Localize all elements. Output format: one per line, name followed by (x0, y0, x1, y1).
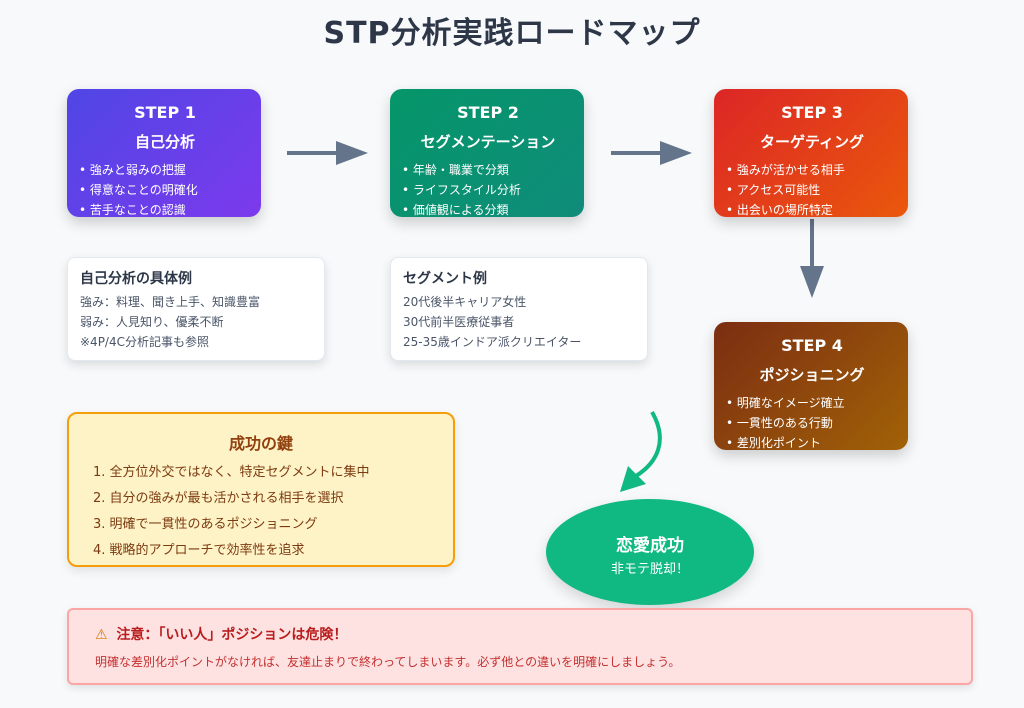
warning-title: 注意：「いい人」ポジションは危険！ (116, 627, 348, 643)
step-items: 強みと弱みの把握 得意なことの明確化 苦手なことの認識 (79, 160, 251, 220)
step-3-targeting: STEP 3 ターゲティング 強みが活かせる相手 アクセス可能性 出会いの場所特… (714, 89, 908, 217)
warning-icon: ⚠ (95, 627, 108, 643)
step-item: 得意なことの明確化 (79, 180, 251, 200)
self-analysis-example-card: 自己分析の具体例 強み：料理、聞き上手、知識豊富 弱み：人見知り、優柔不断 ※4… (67, 257, 325, 361)
card-title: 自己分析の具体例 (80, 271, 192, 287)
segment-example-card: セグメント例 20代後半キャリア女性 30代前半医療従事者 25-35歳インドア… (390, 257, 648, 361)
step-number: STEP 4 (781, 336, 843, 355)
step-item: 強みと弱みの把握 (79, 160, 251, 180)
step-item: ライフスタイル分析 (402, 180, 574, 200)
arrow-step2-to-step3 (611, 141, 692, 165)
success-ellipse: 恋愛成功 非モテ脱却！ (546, 499, 754, 605)
step-item: 価値観による分類 (402, 200, 574, 220)
step-items: 明確なイメージ確立 一貫性のある行動 差別化ポイント (726, 393, 898, 453)
step-item: 明確なイメージ確立 (726, 393, 898, 413)
step-number: STEP 1 (134, 103, 196, 122)
step-items: 強みが活かせる相手 アクセス可能性 出会いの場所特定 (726, 160, 898, 220)
arrow-step1-to-step2 (287, 141, 368, 165)
card-line: 強み：料理、聞き上手、知識豊富 (80, 295, 261, 309)
card-line: 30代前半医療従事者 (403, 315, 515, 329)
keys-list: 1. 全方位外交ではなく、特定セグメントに集中 2. 自分の強みが最も活かされる… (69, 460, 453, 564)
success-subtitle: 非モテ脱却！ (610, 562, 689, 577)
step-item: 強みが活かせる相手 (726, 160, 898, 180)
card-line: 25-35歳インドア派クリエイター (403, 335, 582, 349)
card-line: 20代後半キャリア女性 (403, 295, 527, 309)
step-name: 自己分析 (134, 133, 195, 151)
step-items: 年齢・職業で分類 ライフスタイル分析 価値観による分類 (402, 160, 574, 220)
step-item: 年齢・職業で分類 (402, 160, 574, 180)
success-title: 恋愛成功 (616, 536, 684, 556)
keys-item: 2. 自分の強みが最も活かされる相手を選択 (93, 491, 344, 506)
step-item: 苦手なことの認識 (79, 200, 251, 220)
step-2-segmentation: STEP 2 セグメンテーション 年齢・職業で分類 ライフスタイル分析 価値観に… (390, 89, 584, 217)
step-4-positioning: STEP 4 ポジショニング 明確なイメージ確立 一貫性のある行動 差別化ポイン… (714, 322, 908, 450)
step-item: 一貫性のある行動 (726, 413, 898, 433)
warning-box: ⚠ 注意：「いい人」ポジションは危険！ 明確な差別化ポイントがなければ、友達止ま… (67, 608, 973, 685)
step-1-self-analysis: STEP 1 自己分析 強みと弱みの把握 得意なことの明確化 苦手なことの認識 (67, 89, 261, 217)
warning-text: 明確な差別化ポイントがなければ、友達止まりで終わってしまいます。必ず他との違いを… (95, 655, 681, 669)
arrow-step3-to-step4 (800, 219, 824, 298)
card-title: セグメント例 (403, 271, 487, 287)
keys-item: 3. 明確で一貫性のあるポジショニング (93, 517, 318, 532)
step-name: セグメンテーション (420, 133, 556, 151)
keys-to-success-box: 成功の鍵 1. 全方位外交ではなく、特定セグメントに集中 2. 自分の強みが最も… (67, 412, 455, 567)
page-title: STP分析実践ロードマップ (323, 16, 701, 51)
step-item: 出会いの場所特定 (726, 200, 898, 220)
keys-item: 1. 全方位外交ではなく、特定セグメントに集中 (93, 465, 370, 480)
card-line: 弱み：人見知り、優柔不断 (80, 315, 224, 329)
step-item: 差別化ポイント (726, 433, 898, 453)
keys-title: 成功の鍵 (228, 434, 293, 453)
step-name: ターゲティング (759, 133, 865, 151)
step-item: アクセス可能性 (726, 180, 898, 200)
step-number: STEP 3 (781, 103, 843, 122)
arrow-to-success (620, 411, 662, 492)
card-line: ※4P/4C分析記事も参照 (80, 335, 209, 349)
step-name: ポジショニング (759, 366, 865, 384)
step-number: STEP 2 (457, 103, 519, 122)
keys-item: 4. 戦略的アプローチで効率性を追求 (93, 543, 305, 558)
